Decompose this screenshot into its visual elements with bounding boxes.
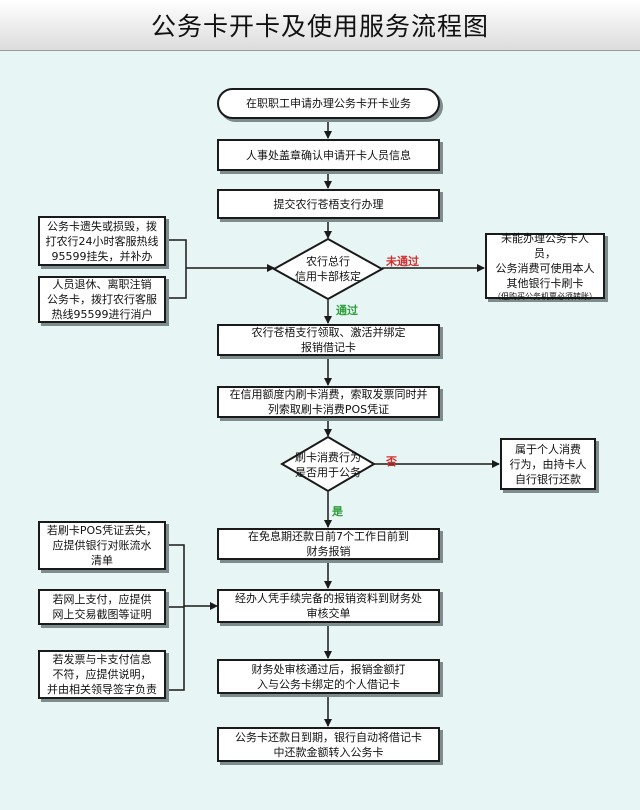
step-transfer-box: 财务处审核通过后，报销金额打 入与公务卡绑定的个人借记卡: [217, 659, 440, 694]
step-submit-finance-box: 经办人凭手续完备的报销资料到财务处 审核交单: [217, 589, 440, 623]
label-yes: 是: [332, 505, 343, 518]
step-report-box: 在免息期还款日前7个工作日前到 财务报销: [217, 528, 440, 560]
decision-official-label: 刷卡消费行为 是否用于公务: [295, 451, 361, 479]
label-fail: 未通过: [386, 255, 419, 268]
bracket-top-notes: [166, 239, 187, 299]
note-lost-card: 公务卡遗失或损毁，拨 打农行24小时客服热线 95599挂失，并补办: [38, 216, 166, 266]
step-activate-box: 农行苍梧支行领取、激活并绑定 报销借记卡: [217, 324, 440, 356]
step-repay-box: 公务卡还款日到期，银行自动将借记卡 中还款金额转入公务卡: [217, 727, 440, 762]
note-pos-lost: 若刷卡POS凭证丢失， 应提供银行对账流水 清单: [38, 521, 166, 570]
step-confirm-box: 人事处盖章确认申请开卡人员信息: [217, 139, 440, 171]
label-no: 否: [386, 455, 397, 468]
no-note-box: 属于个人消费 行为，由持卡人 自行银行还款: [500, 438, 596, 490]
note-online-pay: 若网上支付，应提供 网上交易截图等证明: [38, 589, 166, 625]
decision-verify-label: 农行总行 信用卡部核定: [295, 255, 361, 283]
note-mismatch: 若发票与卡支付信息 不符，应提供说明， 并由相关领导签字负责: [38, 650, 166, 699]
title-bar: 公务卡开卡及使用服务流程图: [0, 0, 640, 51]
bracket-bottom-notes: [166, 544, 185, 691]
note-retired: 人员退休、离职注销 公务卡，拨打农行客服 热线95599进行消户: [38, 276, 166, 323]
step-spend-box: 在信用额度内刷卡消费，索取发票同时并 列索取刷卡消费POS凭证: [217, 386, 440, 418]
start-terminator: 在职职工申请办理公务卡开卡业务: [217, 88, 440, 119]
fail-note-box: 未能办理公务卡人员， 公务消费可使用本人 其他银行卡刷卡 （但购买公务机票必须转…: [485, 231, 605, 301]
page-title: 公务卡开卡及使用服务流程图: [150, 12, 489, 41]
decision-official-shape: [280, 435, 376, 493]
label-pass: 通过: [336, 304, 358, 317]
decision-verify-shape: [271, 237, 385, 301]
step-submit-box: 提交农行苍梧支行办理: [217, 189, 440, 219]
fail-note-main: 未能办理公务卡人员， 公务消费可使用本人 其他银行卡刷卡: [495, 231, 595, 290]
fail-note-sub: （但购买公务机票必须转账）: [493, 291, 597, 301]
